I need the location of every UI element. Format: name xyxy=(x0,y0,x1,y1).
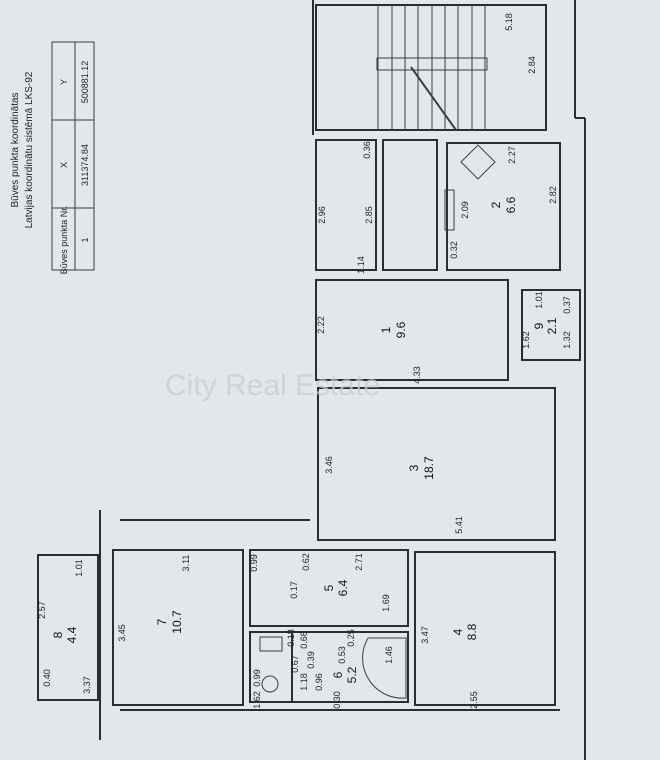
header-x: X xyxy=(59,162,69,168)
cell-y: 500881.12 xyxy=(80,61,90,104)
room-6-number: 6 xyxy=(331,671,345,678)
dimension-label: 1.01 xyxy=(74,559,84,577)
header-y: Y xyxy=(59,79,69,85)
dimension-label: 1.01 xyxy=(534,291,544,309)
dimension-label: 5.18 xyxy=(504,13,514,31)
cell-point-nr: 1 xyxy=(80,237,90,242)
dimension-label: 0.25 xyxy=(346,629,356,647)
toilet-icon xyxy=(261,675,279,693)
dimension-label: 2.57 xyxy=(37,601,47,619)
dimension-label: 0.53 xyxy=(337,646,347,664)
dimension-label: 3.47 xyxy=(420,626,430,644)
dimension-labels: 5.18 2.84 0.36 2.96 2.85 2.27 2.09 2.82 0.32 1.14… xyxy=(37,13,572,709)
room-1-area: 9.6 xyxy=(394,321,408,338)
room-9-number: 9 xyxy=(532,322,546,329)
dimension-label: 3.37 xyxy=(82,676,92,694)
dimension-label: 1.46 xyxy=(384,646,394,664)
dimension-label: 1.18 xyxy=(299,673,309,691)
table-title-line1: Būves punkta koordinātas xyxy=(10,92,21,207)
dimension-label: 2.84 xyxy=(527,56,537,74)
room-3-number: 3 xyxy=(407,464,421,471)
cell-x: 311374.84 xyxy=(80,144,90,186)
stairs xyxy=(376,5,488,131)
dimension-label: 2.96 xyxy=(317,206,327,224)
room-2-area: 6.6 xyxy=(504,196,518,213)
dimension-label: 2.85 xyxy=(364,206,374,224)
room-7-number: 7 xyxy=(155,618,169,625)
dimension-label: 0.37 xyxy=(562,296,572,314)
room-labels: 1 9.6 2 6.6 3 18.7 4 8.8 5 6.4 6 5.2 7 1… xyxy=(51,196,559,683)
dimension-label: 4.33 xyxy=(412,366,422,384)
dimension-label: 2.71 xyxy=(354,553,364,571)
dimension-label: 1.62 xyxy=(252,691,262,709)
room-4-number: 4 xyxy=(451,628,465,635)
dimension-label: 0.30 xyxy=(332,691,342,709)
watermark: City Real Estate xyxy=(165,369,380,402)
dimension-label: 2.27 xyxy=(507,146,517,164)
room-7-area: 10.7 xyxy=(170,610,184,634)
room-3-area: 18.7 xyxy=(422,456,436,480)
dimension-label: 0.67 xyxy=(290,655,300,673)
dimension-label: 0.99 xyxy=(252,669,262,687)
dimension-label: 2.22 xyxy=(316,316,326,334)
dimension-label: 0.32 xyxy=(449,241,459,259)
dimension-label: 3.11 xyxy=(181,555,191,572)
room-2-number: 2 xyxy=(489,201,503,208)
room-4-area: 8.8 xyxy=(465,623,479,640)
coordinates-table: Būves punkta koordinātas Latvijas koordi… xyxy=(10,41,95,275)
room-5-area: 6.4 xyxy=(336,579,350,596)
room-5-number: 5 xyxy=(322,584,336,591)
dimension-label: 3.45 xyxy=(117,624,127,642)
dimension-label: 0.36 xyxy=(362,141,372,159)
dimension-label: 1.62 xyxy=(521,331,531,349)
dimension-label: 0.99 xyxy=(249,554,259,572)
dimension-label: 2.55 xyxy=(469,691,479,709)
room-8-number: 8 xyxy=(51,631,65,638)
dimension-label: 1.69 xyxy=(381,594,391,612)
room-1-number: 1 xyxy=(379,326,393,333)
dimension-label: 0.96 xyxy=(314,673,324,691)
dimension-label: 2.09 xyxy=(460,201,470,219)
dimension-label: 0.40 xyxy=(42,669,52,687)
dimension-label: 3.46 xyxy=(324,456,334,474)
sink-icon xyxy=(259,636,283,652)
dimension-label: 0.66 xyxy=(299,631,309,649)
shower-icon xyxy=(362,637,407,699)
walls xyxy=(37,0,586,760)
dimension-label: 0.17 xyxy=(289,581,299,599)
table-title-line2: Latvijas koordinātu sistēmā LKS-92 xyxy=(24,71,35,228)
dimension-label: 0.39 xyxy=(306,651,316,669)
dimension-label: 0.62 xyxy=(301,553,311,571)
room-6-area: 5.2 xyxy=(345,666,359,683)
room-8-area: 4.4 xyxy=(65,626,79,643)
room-9-area: 2.1 xyxy=(545,317,559,334)
dimension-label: 5.41 xyxy=(454,516,464,534)
header-point-nr: Būves punkta Nr. xyxy=(59,206,69,275)
dimension-label: 2.82 xyxy=(548,186,558,204)
dimension-label: 1.14 xyxy=(356,256,366,274)
dimension-label: 1.32 xyxy=(562,331,572,349)
dimension-label: 0.18 xyxy=(286,629,296,647)
